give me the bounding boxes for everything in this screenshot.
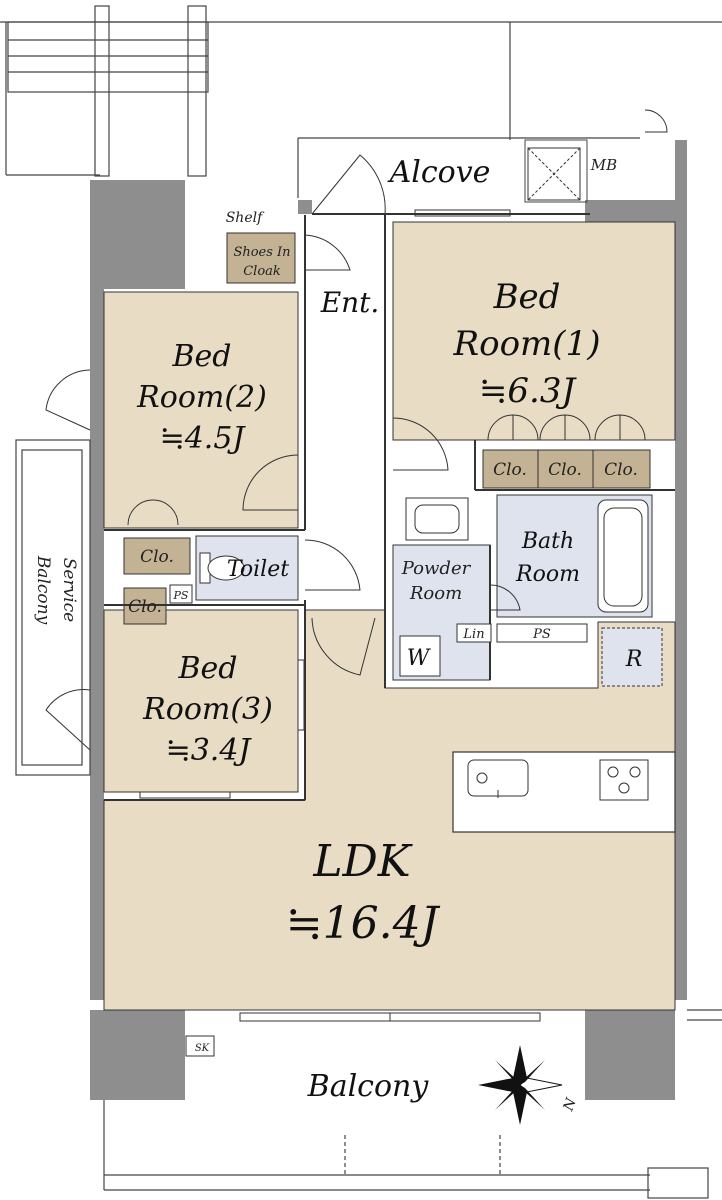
label-shoes-cloak-2: Cloak — [243, 264, 281, 279]
label-bed3-2: Room(3) — [142, 692, 273, 727]
lin-closet — [456, 623, 492, 643]
label-bed3-1: Bed — [177, 651, 237, 686]
bed-room-3 — [103, 609, 299, 793]
label-shoes-cloak-1: Shoes In — [233, 245, 290, 260]
exterior-structure — [0, 5, 722, 198]
label-shelf: Shelf — [226, 210, 265, 226]
partitions — [104, 213, 675, 801]
label-closet-bed3: Clo. — [128, 597, 162, 617]
label-ps: PS — [173, 589, 189, 602]
bed1-closet-3 — [592, 449, 651, 489]
washer-icon — [399, 635, 441, 677]
bed1-closet-2 — [537, 449, 594, 489]
label-closet-bed1-2: Clo. — [548, 460, 582, 480]
sk-box — [185, 1035, 215, 1057]
label-bed2-1: Bed — [171, 339, 231, 374]
label-washer: W — [407, 646, 432, 671]
label-bed1-1: Bed — [493, 277, 561, 317]
label-alcove: Alcove — [387, 155, 491, 190]
label-balcony: Balcony — [307, 1069, 430, 1104]
shoes-in-cloak — [226, 232, 296, 284]
label-bed1-size: ≒6.3J — [479, 371, 578, 411]
label-refrigerator: R — [625, 647, 643, 672]
label-ldk: LDK — [312, 836, 412, 887]
refrigerator-space — [601, 627, 663, 687]
fixtures — [169, 147, 649, 1057]
label-bed2-2: Room(2) — [136, 380, 267, 415]
kitchen-counter — [452, 751, 676, 833]
label-ps-2: PS — [532, 627, 551, 642]
label-bed2-size: ≒4.5J — [160, 421, 247, 456]
label-ldk-size: ≒16.4J — [286, 898, 441, 949]
label-lin: Lin — [462, 627, 484, 642]
label-entrance: Ent. — [320, 286, 380, 319]
stove-icon — [599, 759, 649, 801]
compass-icon — [478, 1045, 563, 1125]
main-balcony — [103, 1009, 722, 1199]
bed2-closet — [123, 537, 191, 575]
label-powder-1: Powder — [401, 558, 472, 579]
label-mb: MB — [590, 156, 617, 174]
label-powder-2: Room — [409, 583, 462, 604]
label-north: N — [560, 1095, 580, 1114]
label-service-balcony-2: Balcony — [33, 555, 53, 625]
toilet-icon — [199, 552, 245, 584]
service-balcony — [15, 439, 91, 776]
label-bath-1: Bath — [521, 529, 574, 554]
bed-room-2 — [103, 291, 299, 529]
label-closet-bed1-1: Clo. — [493, 460, 527, 480]
rooms — [103, 221, 676, 1011]
doors — [45, 109, 668, 751]
ps-duct-2 — [496, 623, 588, 643]
label-bed1-2: Room(1) — [453, 324, 601, 364]
ps-duct — [169, 584, 193, 604]
label-bed3-size: ≒3.4J — [166, 733, 253, 768]
windows — [139, 209, 541, 1022]
label-service-balcony-1: Service — [59, 558, 79, 622]
label-bath-2: Room — [515, 562, 580, 587]
label-closet-bed2: Clo. — [140, 547, 174, 567]
label-sk: SK — [195, 1043, 210, 1054]
bed-room-1 — [392, 221, 676, 441]
label-closet-bed1-3: Clo. — [604, 460, 638, 480]
label-toilet: Toilet — [227, 557, 289, 582]
